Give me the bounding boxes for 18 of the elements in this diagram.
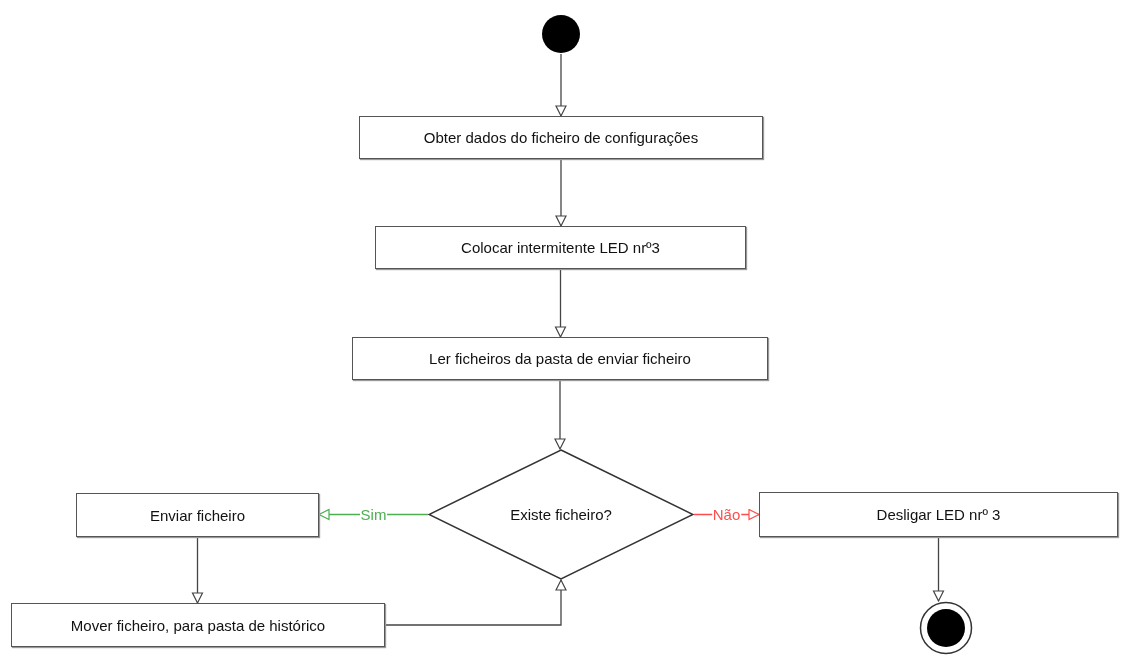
decision-diamond: Existe ficheiro? (428, 449, 694, 580)
start-node (541, 14, 581, 54)
end-node (919, 601, 973, 655)
arrow (555, 53, 567, 117)
action-box: Obter dados do ficheiro de configurações (359, 116, 763, 159)
edge-label: Sim (359, 506, 388, 523)
arrow (191, 536, 204, 604)
edge-label: Não (711, 506, 742, 523)
action-box: Colocar intermitente LED nrº3 (375, 226, 746, 269)
arrow (554, 379, 566, 450)
action-box: Ler ficheiros da pasta de enviar ficheiro (352, 337, 768, 380)
arrow (384, 579, 567, 626)
action-box: Enviar ficheiro (76, 493, 319, 537)
arrow (555, 158, 567, 227)
arrow (554, 268, 567, 338)
action-box: Desligar LED nrº 3 (759, 492, 1118, 537)
arrow (932, 536, 945, 602)
action-box: Mover ficheiro, para pasta de histórico (11, 603, 385, 647)
